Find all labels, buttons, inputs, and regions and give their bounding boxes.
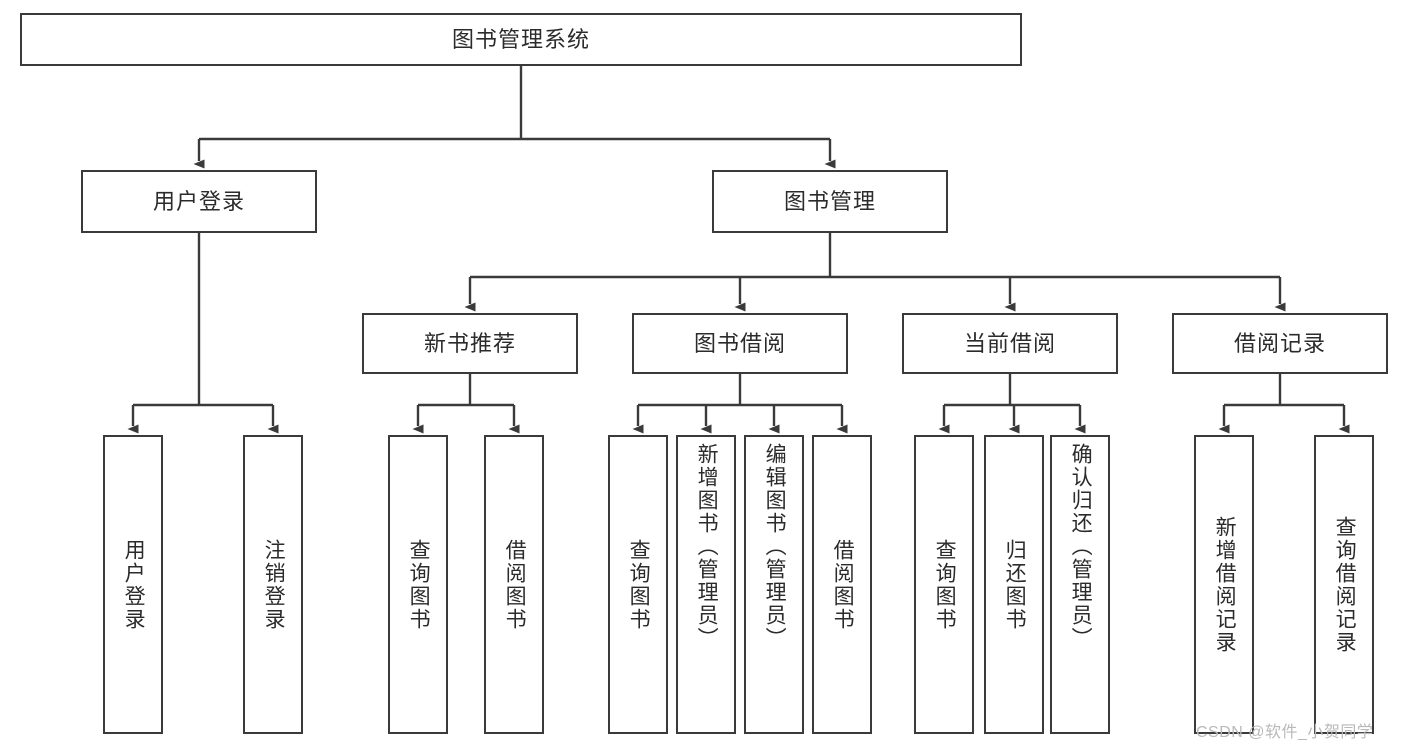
node-leaf-query-borrow-record[interactable]: 查询借阅记录 [1314,435,1374,734]
node-leaf-query-borrow-record-label: 查询借阅记录 [1333,515,1357,654]
node-leaf-edit-book-admin-label: 编辑图书（管理员） [763,443,787,650]
node-book-borrow[interactable]: 图书借阅 [632,313,848,374]
node-leaf-query-book-3[interactable]: 查询图书 [914,435,974,734]
node-leaf-confirm-return-admin-label: 确认归还（管理员） [1069,443,1093,650]
node-leaf-return-book[interactable]: 归还图书 [984,435,1044,734]
node-leaf-user-login[interactable]: 用户登录 [103,435,163,734]
node-borrow-record-label: 借阅记录 [1233,330,1326,356]
node-leaf-return-book-label: 归还图书 [1003,538,1027,631]
node-leaf-add-book-admin-label: 新增图书（管理员） [695,443,719,650]
node-current-borrow-label: 当前借阅 [963,330,1056,356]
node-new-book-recommend[interactable]: 新书推荐 [362,313,578,374]
node-leaf-logout-login-label: 注销登录 [262,538,286,631]
node-leaf-borrow-book-1-label: 借阅图书 [503,538,527,631]
node-user-login-label: 用户登录 [152,188,245,214]
node-leaf-add-borrow-record[interactable]: 新增借阅记录 [1194,435,1254,734]
node-leaf-logout-login[interactable]: 注销登录 [243,435,303,734]
node-book-borrow-label: 图书借阅 [693,330,786,356]
node-new-book-recommend-label: 新书推荐 [423,330,516,356]
node-current-borrow[interactable]: 当前借阅 [902,313,1118,374]
node-leaf-borrow-book-1[interactable]: 借阅图书 [484,435,544,734]
node-user-login[interactable]: 用户登录 [81,170,317,233]
node-leaf-query-book-2[interactable]: 查询图书 [608,435,668,734]
node-root-label: 图书管理系统 [451,26,590,52]
node-leaf-query-book-3-label: 查询图书 [933,538,957,631]
node-leaf-edit-book-admin[interactable]: 编辑图书（管理员） [744,435,804,734]
node-leaf-query-book-2-label: 查询图书 [627,538,651,631]
node-leaf-query-book-1[interactable]: 查询图书 [388,435,448,734]
node-book-manage-label: 图书管理 [783,188,876,214]
node-book-manage[interactable]: 图书管理 [712,170,948,233]
node-leaf-confirm-return-admin[interactable]: 确认归还（管理员） [1050,435,1110,734]
node-leaf-query-book-1-label: 查询图书 [407,538,431,631]
node-leaf-borrow-book-2[interactable]: 借阅图书 [812,435,872,734]
node-leaf-user-login-label: 用户登录 [122,538,146,631]
node-root[interactable]: 图书管理系统 [20,13,1022,66]
node-leaf-add-book-admin[interactable]: 新增图书（管理员） [676,435,736,734]
node-borrow-record[interactable]: 借阅记录 [1172,313,1388,374]
node-leaf-add-borrow-record-label: 新增借阅记录 [1213,515,1237,654]
node-leaf-borrow-book-2-label: 借阅图书 [831,538,855,631]
